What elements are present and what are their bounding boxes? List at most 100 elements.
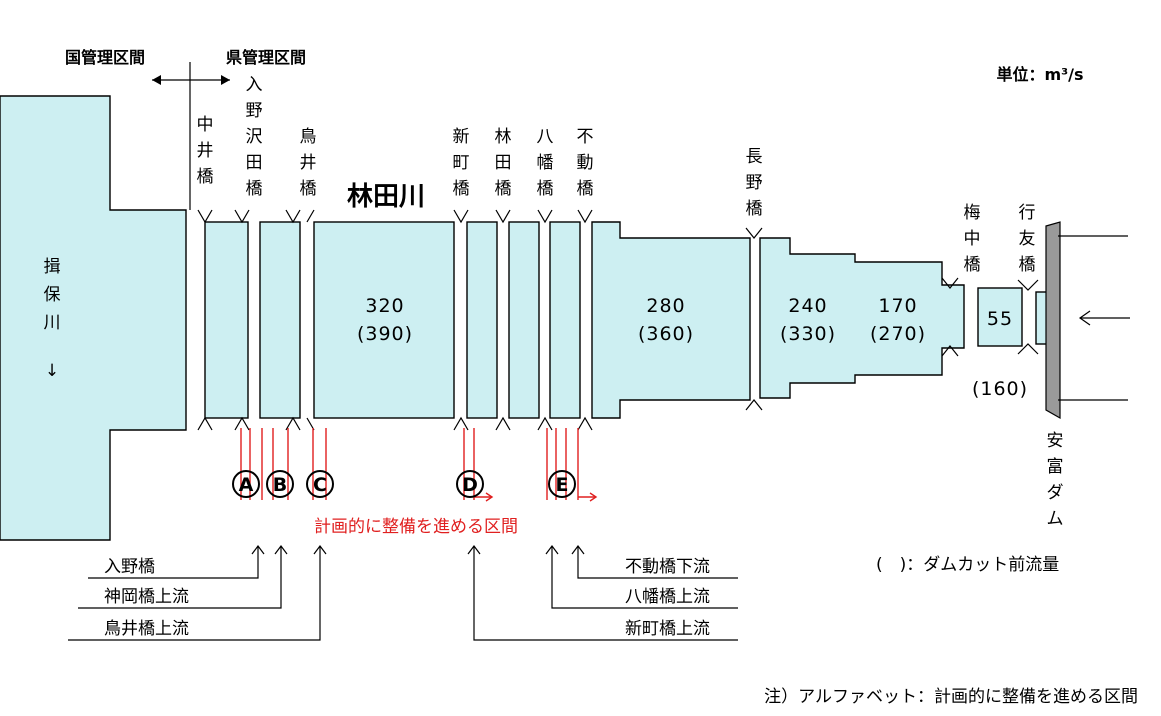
svg-text:梅: 梅 [964,203,981,223]
svg-text:幡: 幡 [537,153,554,173]
svg-text:田: 田 [495,153,512,173]
segment-hayashida [508,221,540,419]
svg-text:野: 野 [746,173,763,193]
svg-text:D: D [462,474,478,496]
segment-280 [591,221,751,419]
flow-value-170: 170 [878,295,917,317]
svg-text:橋: 橋 [964,255,981,275]
unit-label: 単位：m³/s [996,65,1083,84]
svg-text:橋: 橋 [495,179,512,199]
national-section-label: 国管理区間 [65,48,145,67]
ibo-river-label: 揖 保 川 ↓ [44,257,61,381]
svg-text:橋: 橋 [300,179,317,199]
flow-value-240: 240 [788,295,827,317]
svg-text:長: 長 [746,147,763,167]
flow-direction-arrow-icon: ↓ [45,361,59,381]
hayashida-river-title: 林田川 [347,182,425,212]
flow-value-280: 280 [646,295,685,317]
svg-text:富: 富 [1047,457,1064,477]
svg-text:行: 行 [1019,203,1036,223]
svg-text:不: 不 [577,127,594,147]
ibo-river [0,95,187,541]
svg-text:中: 中 [964,229,981,249]
svg-text:動: 動 [577,153,594,173]
ibo-char-2: 保 [44,285,61,305]
arrow-left-icon [152,75,161,85]
bridge-label-nagano: 長 野 橋 [746,147,763,219]
svg-text:友: 友 [1019,229,1036,249]
segment-irinozawada [259,221,301,419]
svg-text:新: 新 [453,127,470,147]
svg-text:橋: 橋 [746,199,763,219]
right-leader-lines [467,545,738,641]
flow-predam-330: (330) [780,323,836,345]
bridge-chevrons [197,209,1039,431]
segment-240-170 [759,237,965,399]
segment-nakai [204,221,249,419]
section-marker-b: B [266,470,294,498]
ref-fudo-downstream: 不動橋下流 [625,557,710,577]
planned-section-label: 計画的に整備を進める区間 [314,517,518,537]
svg-text:林: 林 [495,127,512,147]
ref-torii-upstream: 鳥井橋上流 [104,619,189,639]
svg-text:中: 中 [197,115,214,135]
footnote: 注）アルファベット：計画的に整備を進める区間 [764,687,1138,707]
section-marker-a: A [232,470,260,498]
dam-name-label: 安 富 ダ ム [1047,431,1064,529]
ibo-char-3: 川 [44,313,61,333]
ibo-char-1: 揖 [44,257,61,277]
flow-predam-160: (160) [972,378,1028,400]
svg-text:沢: 沢 [246,127,263,147]
flow-value-320: 320 [365,295,404,317]
svg-text:ダ: ダ [1047,483,1064,503]
flow-predam-390: (390) [357,323,413,345]
svg-text:安: 安 [1047,431,1064,451]
section-marker-d: D [456,470,484,498]
flow-value-55: 55 [987,308,1013,330]
bridge-label-umenaka: 梅 中 橋 [964,203,981,275]
segment-yawata [549,221,581,419]
svg-text:橋: 橋 [537,179,554,199]
flow-predam-270: (270) [870,323,926,345]
svg-text:橋: 橋 [246,179,263,199]
svg-text:E: E [556,474,569,496]
svg-text:八: 八 [537,127,554,147]
svg-text:橋: 橋 [453,179,470,199]
svg-text:井: 井 [300,153,317,173]
ref-irino-bridge: 入野橋 [104,557,155,577]
dam-cut-legend: ( )：ダムカット前流量 [876,555,1059,575]
svg-text:田: 田 [246,153,263,173]
section-marker-e: E [548,470,576,498]
svg-text:町: 町 [453,153,470,173]
svg-text:C: C [313,474,327,496]
svg-text:橋: 橋 [197,167,214,187]
bridge-label-irinozawada: 入 野 沢 田 橋 [246,75,263,199]
bridge-label-yukitomo: 行 友 橋 [1019,203,1036,275]
inflow-arrow-icon [1078,310,1091,326]
segment-320 [313,221,455,419]
ref-kamioka-upstream: 神岡橋上流 [104,587,189,607]
bridge-label-torii: 鳥 井 橋 [300,127,317,199]
section-marker-c: C [306,470,334,498]
prefecture-section-label: 県管理区間 [226,48,306,67]
yasutomi-dam [1045,221,1061,420]
svg-text:野: 野 [246,101,263,121]
svg-text:橋: 橋 [1019,255,1036,275]
bridge-label-yawata: 八 幡 橋 [537,127,554,199]
svg-text:A: A [239,474,254,496]
segment-55 [977,287,1023,347]
flow-predam-360: (360) [638,323,694,345]
bridge-label-nakai: 中 井 橋 [197,115,214,187]
svg-text:ム: ム [1047,509,1064,529]
segment-shinmachi [466,221,498,419]
section-boundaries [240,428,598,502]
svg-text:井: 井 [197,141,214,161]
left-leader-lines [68,545,327,641]
bridge-label-hayashida: 林 田 橋 [495,127,512,199]
svg-text:橋: 橋 [577,179,594,199]
svg-text:B: B [273,474,287,496]
bridge-label-fudo: 不 動 橋 [577,127,594,199]
arrow-right-icon [221,75,230,85]
ref-shinmachi-upstream: 新町橋上流 [625,619,710,639]
